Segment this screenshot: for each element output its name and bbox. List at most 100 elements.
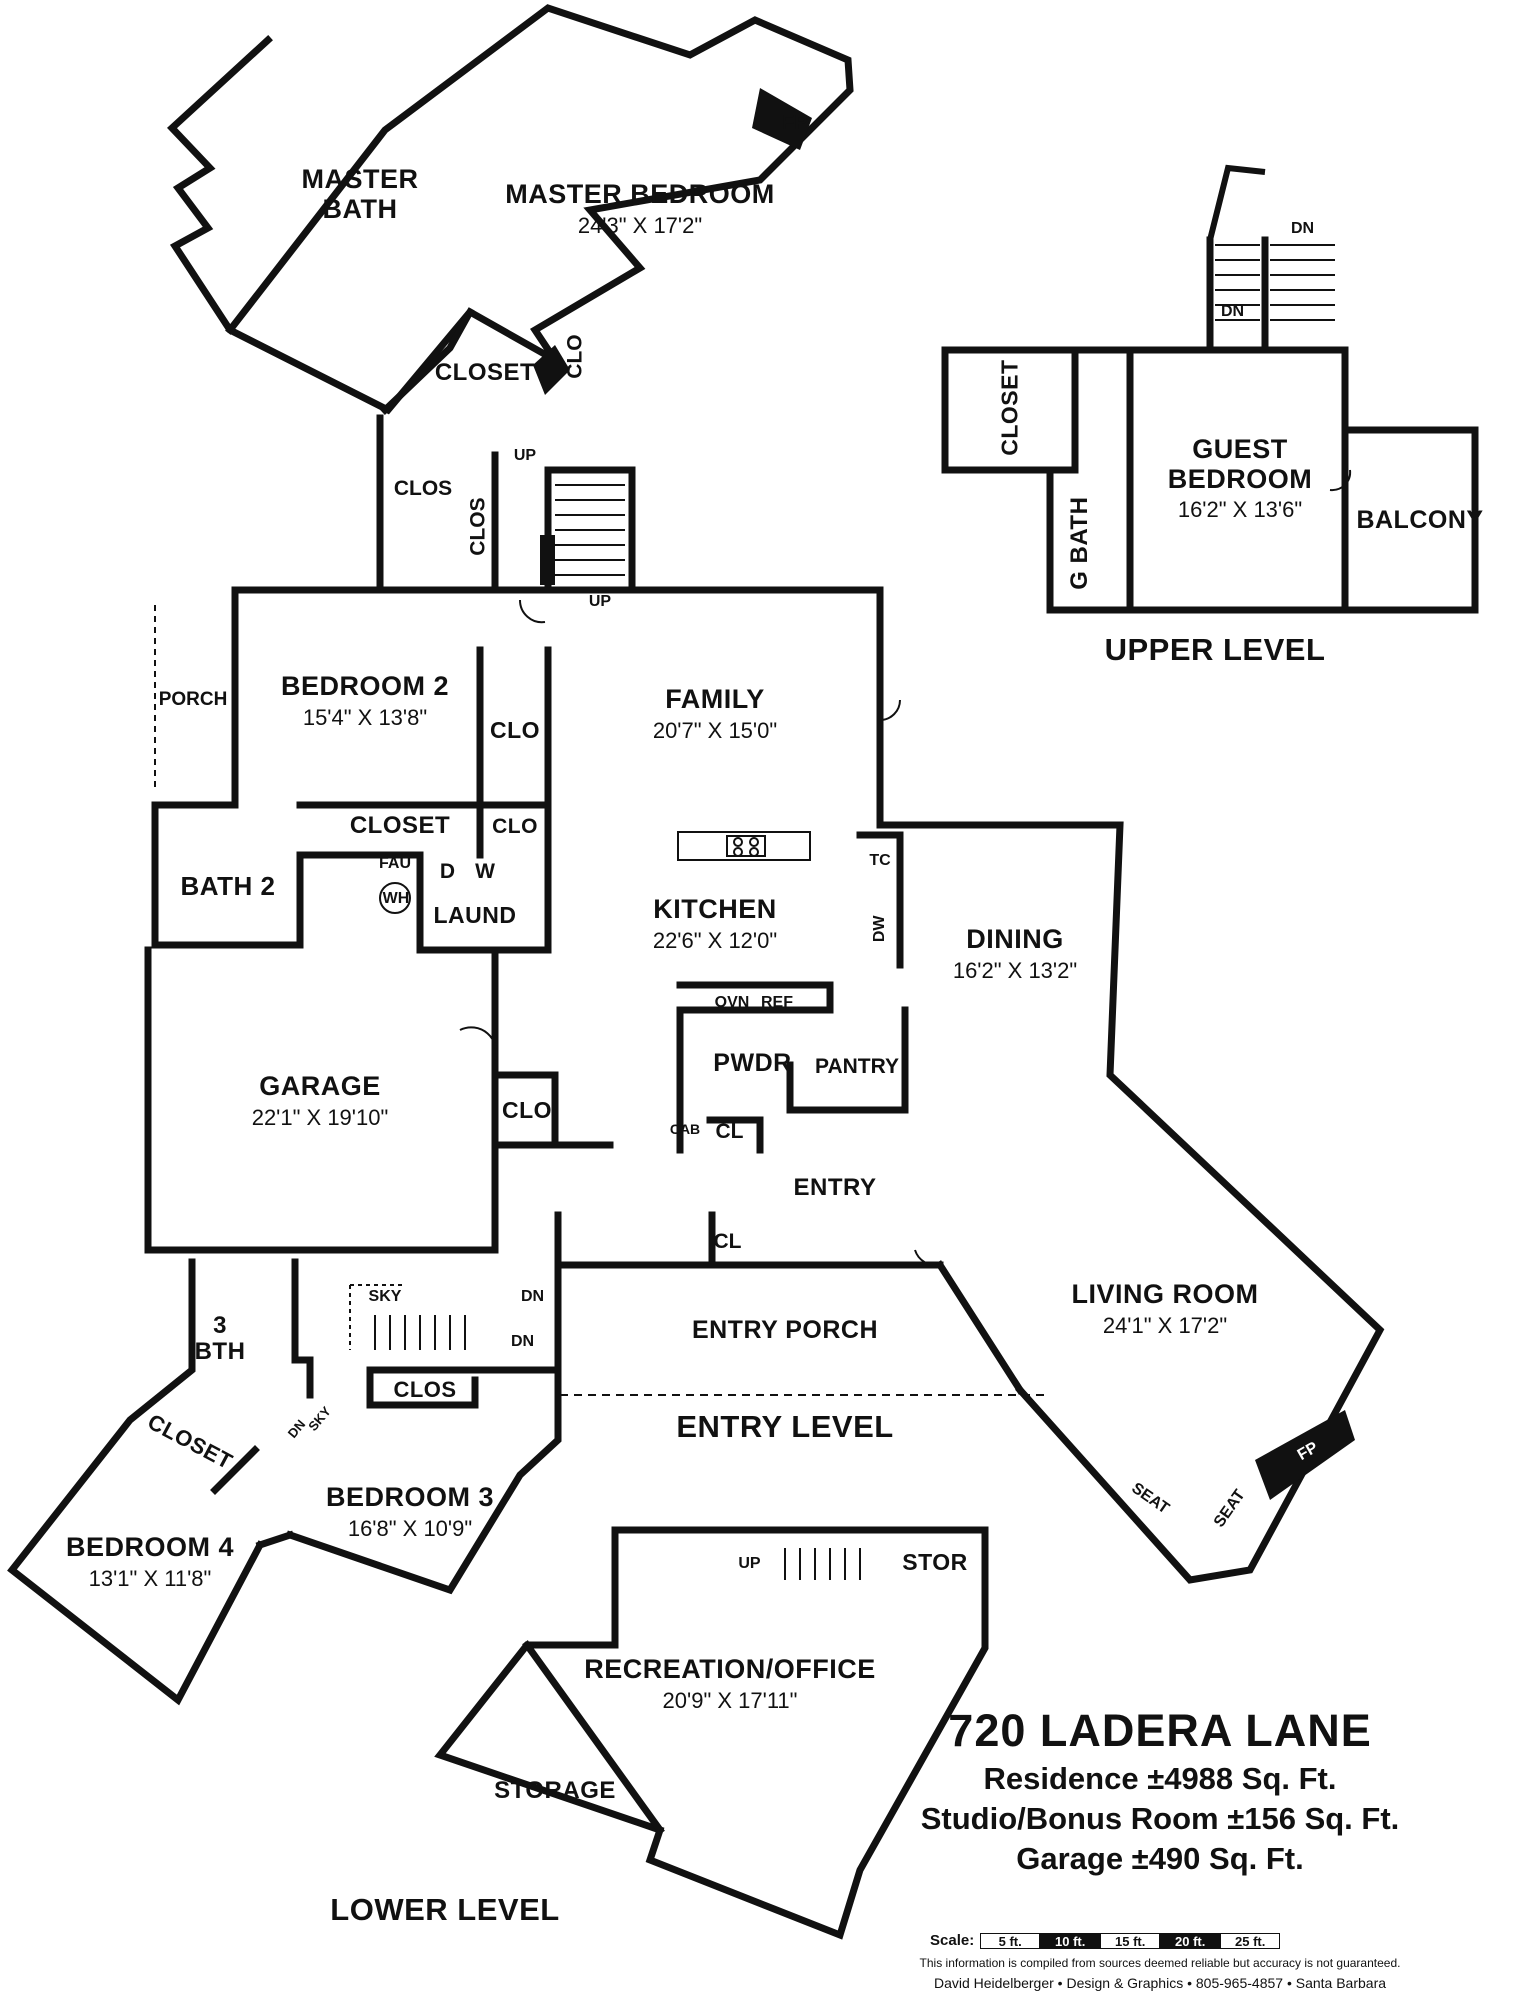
stair-treads (154, 244, 1352, 1580)
title-block: 720 LADERA LANE Residence ±4988 Sq. Ft. … (860, 1705, 1460, 1877)
bedroom2-west-wall (151, 586, 424, 954)
bath3-label: 3 BTH (194, 1312, 246, 1366)
clos-b-label: CLOS (466, 497, 490, 556)
cab-label: CAB (669, 1121, 701, 1137)
closet-guest-label: CLOSET (996, 359, 1023, 456)
clos-a-label: CLOS (393, 477, 453, 500)
family-label: FAMILY 20'7" X 15'0" (615, 684, 815, 743)
room-dimensions: 24'3" X 17'2" (577, 212, 703, 238)
residence-area: Residence ±4988 Sq. Ft. (983, 1761, 1337, 1796)
room-dimensions: 20'9" X 17'11" (662, 1687, 798, 1713)
cl-a-label: CL (715, 1120, 744, 1143)
up-top-label: UP (513, 447, 537, 464)
room-name: GARAGE (259, 1071, 381, 1101)
room-name: MASTER BEDROOM (505, 179, 775, 209)
entry-label: ENTRY (793, 1174, 877, 1201)
room-dimensions: 24'1" X 17'2" (1102, 1312, 1228, 1338)
fireplace-living-icon (1255, 1410, 1355, 1500)
master-suite-wall (167, 4, 854, 415)
kitchen-label: KITCHEN 22'6" X 12'0" (615, 894, 815, 953)
room-dimensions: 15'4" X 13'8" (302, 704, 428, 730)
sky-label: SKY (368, 1288, 402, 1305)
up-rec-label: UP (738, 1555, 761, 1572)
room-name: BEDROOM 2 (280, 671, 450, 701)
guest-bedroom-label: GUEST BEDROOM 16'2" X 13'6" (1140, 434, 1340, 523)
scale-segment: 20 ft. (1160, 1932, 1221, 1949)
dn-guest-b-label: DN (1220, 303, 1245, 320)
room-name: DINING (966, 924, 1064, 954)
g-bath-label: G BATH (1065, 496, 1093, 590)
scale-segment: 10 ft. (1040, 1932, 1101, 1949)
bedroom4-label: BEDROOM 4 13'1" X 11'8" (40, 1532, 260, 1591)
room-name: GUEST BEDROOM (1167, 434, 1313, 494)
address: 720 LADERA LANE (948, 1705, 1372, 1756)
pantry-wall (676, 981, 834, 1014)
upper-level-wall (941, 346, 1079, 474)
entry-porch-wall (285, 1261, 562, 1595)
room-name: RECREATION/OFFICE (584, 1654, 876, 1684)
bedroom2-wall (231, 586, 884, 829)
scale-segment: 25 ft. (1220, 1932, 1281, 1949)
dryer-label: D (439, 860, 456, 883)
room-dimensions: 13'1" X 11'8" (88, 1565, 212, 1591)
garage-label: GARAGE 22'1" X 19'10" (215, 1071, 425, 1130)
clo-garage-label: CLO (501, 1097, 553, 1123)
stor-label: STOR (902, 1549, 968, 1575)
fau-label: FAU (379, 855, 411, 872)
dn-guest-a-label: DN (1290, 220, 1315, 237)
room-name: KITCHEN (653, 894, 777, 924)
room-name: LIVING ROOM (1071, 1279, 1259, 1309)
clos-c-label: CLOS (393, 1377, 457, 1402)
room-dimensions: 20'7" X 15'0" (652, 717, 778, 743)
closet-b2-label: CLOSET (349, 812, 451, 839)
laund-label: LAUND (433, 902, 517, 928)
pwdr-label: PWDR (713, 1049, 792, 1077)
dining-label: DINING 16'2" X 13'2" (915, 924, 1115, 983)
credit-line: David Heidelberger • Design & Graphics •… (933, 1975, 1387, 1991)
upper-level-title: UPPER LEVEL (1104, 632, 1326, 667)
cl-b-label: CL (713, 1230, 742, 1253)
scale-segment: 15 ft. (1100, 1932, 1161, 1949)
room-dimensions: 22'1" X 19'10" (251, 1104, 389, 1130)
fp-label: FP (781, 112, 809, 134)
room-dimensions: 16'2" X 13'6" (1177, 497, 1303, 523)
recreation-label: RECREATION/OFFICE 20'9" X 17'11" (580, 1654, 880, 1713)
entry-level-title: ENTRY LEVEL (676, 1409, 894, 1444)
room-dimensions: 22'6" X 12'0" (652, 927, 778, 953)
master-bath-label: MASTER BATH (301, 164, 419, 224)
closet-master-label: CLOSET (434, 359, 536, 386)
wh-label: WH (382, 890, 410, 907)
room-dimensions: 16'8" X 10'9" (347, 1515, 473, 1541)
room-name: BEDROOM 4 (65, 1532, 235, 1562)
scale-label: Scale: (930, 1932, 975, 1949)
ref-label: REF (761, 994, 793, 1011)
dining-wall (876, 821, 1385, 1584)
garage-area: Garage ±490 Sq. Ft. (1016, 1841, 1304, 1876)
disclaimer: This information is compiled from source… (919, 1956, 1401, 1970)
storage-label: STORAGE (494, 1777, 616, 1804)
lower-level-title: LOWER LEVEL (330, 1892, 560, 1927)
washer-label: W (475, 860, 495, 883)
room-dimensions: 16'2" X 13'2" (952, 957, 1078, 983)
bedroom2-label: BEDROOM 2 15'4" X 13'8" (250, 671, 480, 730)
dn-a-label: DN (520, 1288, 545, 1305)
living-room-label: LIVING ROOM 24'1" X 17'2" (1050, 1279, 1280, 1338)
entry-porch-label: ENTRY PORCH (691, 1316, 879, 1344)
clo-master-label: CLO (563, 334, 587, 379)
room-name: BEDROOM 3 (325, 1482, 495, 1512)
stair-hall-wall (376, 414, 636, 594)
bedroom3-label: BEDROOM 3 16'8" X 10'9" (300, 1482, 520, 1541)
garage-wall (144, 946, 499, 1254)
tc-label: TC (869, 852, 891, 869)
balcony-label: BALCONY (1356, 506, 1484, 534)
bath2-label: BATH 2 (180, 871, 276, 901)
master-bedroom-label: MASTER BEDROOM 24'3" X 17'2" (490, 179, 790, 238)
scale-bar: Scale: 5 ft. 10 ft. 15 ft. 20 ft. 25 ft. (930, 1932, 1281, 1949)
recreation-wall (434, 1526, 989, 1940)
scale-segment: 5 ft. (980, 1932, 1041, 1949)
clo-b2-label: CLO (489, 717, 541, 743)
up-stair-label: UP (588, 593, 612, 610)
pantry-label: PANTRY (815, 1055, 899, 1078)
porch-label: PORCH (158, 689, 228, 710)
